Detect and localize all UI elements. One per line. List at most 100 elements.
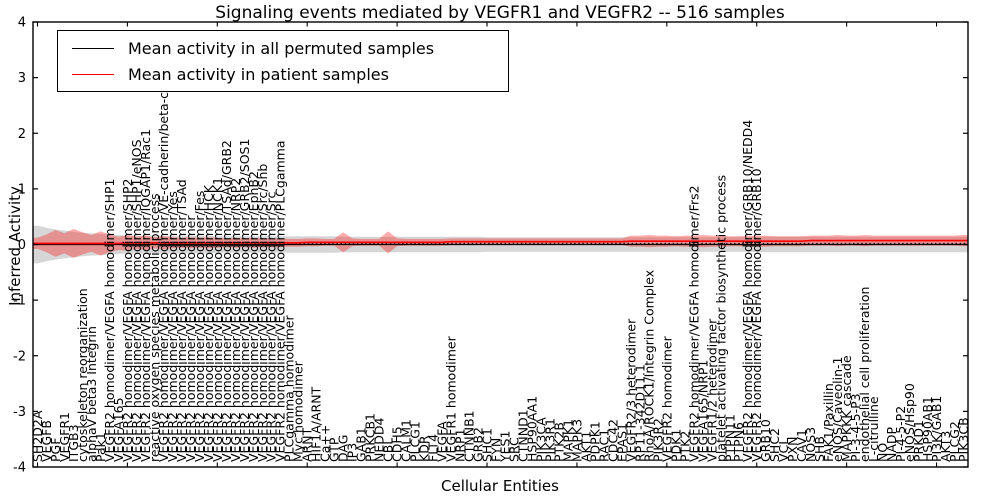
legend-label: Mean activity in all permuted samples xyxy=(128,38,435,58)
category-label: HIF1A/ARNT xyxy=(309,386,324,462)
category-label: PRKCB1 xyxy=(363,413,378,462)
category-label: EPAS1 xyxy=(614,423,629,462)
category-label: PI3K/GAB1 xyxy=(929,396,944,462)
category-label: PLCgamma homodimer xyxy=(282,315,297,462)
category-label: eNOS/Hsp90 xyxy=(902,383,917,462)
category-label: Pak1 xyxy=(93,432,108,462)
category-label: PIK3CA xyxy=(534,417,549,462)
category-label: AKT3 xyxy=(938,431,953,462)
category-label: cytoskeleton reorganization xyxy=(75,288,90,462)
category-label: VEGFR2 homodimer/VEGFA homodimer/SHP1 xyxy=(102,178,117,462)
category-label: VEGFR2 homodimer/VEGFA homodimer/Src/Shb xyxy=(255,164,270,462)
category-label: VEGFA xyxy=(435,421,450,462)
category-label: MAPK1 xyxy=(560,419,575,462)
category-label: CAV1 xyxy=(794,429,809,462)
legend-item-permuted: Mean activity in all permuted samples xyxy=(58,39,508,58)
y-tick-label: 1 xyxy=(18,182,26,197)
category-label: PXN xyxy=(785,437,800,462)
category-label: SH2D2A xyxy=(30,410,45,462)
y-tick-label: 4 xyxy=(18,16,26,31)
category-label: PTK2 xyxy=(677,431,692,462)
legend-line-icon xyxy=(72,47,114,49)
category-label: eNOS/Caveolin-1 xyxy=(830,357,845,462)
category-label: VEGFR1 xyxy=(57,412,72,462)
category-label: PIK3R1 xyxy=(542,418,557,462)
category-label: RhoA/ROCK1/Integrin Complex xyxy=(641,270,656,462)
category-label: HSP90AB1 xyxy=(920,396,935,462)
category-label: CDC42 xyxy=(605,419,620,462)
patient-mean-line xyxy=(32,239,969,245)
category-label: FLT4 xyxy=(426,434,441,462)
category-label: AKT1 xyxy=(578,431,593,462)
category-label: NEDD4 xyxy=(372,418,387,462)
category-label: HSP90AA1 xyxy=(525,396,540,462)
category-label: NO xyxy=(875,443,890,462)
category-label: PRKD1 xyxy=(911,420,926,462)
category-label: VCL xyxy=(776,438,791,462)
category-label: SRC xyxy=(507,437,522,462)
category-label: KDR xyxy=(417,435,432,462)
category-label: PLCG1 xyxy=(408,421,423,462)
category-label: PGF xyxy=(48,438,63,462)
category-label: VEGFR2 homodimer/VEGFA homodimer/VE-cadh… xyxy=(156,52,171,462)
category-label: RP11-342D11.1 xyxy=(632,364,647,462)
category-label: VEGFA165 xyxy=(111,397,126,462)
category-label: NADP xyxy=(884,426,899,462)
category-label: CTNNB1 xyxy=(462,410,477,462)
category-label: VEGFR2 homodimer/VEGFA homodimer/IQGAP1/… xyxy=(138,129,153,462)
category-label: VEGFR2 homodimer/VEGFA homodimer/TSAd xyxy=(174,179,189,462)
category-label: VEGFR2 homodimer/VEGFA homodimer/PLCgamm… xyxy=(273,140,288,462)
category-label: VEGFR2 homodimer/VEGFA homodimer/GRB10 xyxy=(749,168,764,462)
category-label: L-citrulline xyxy=(866,396,881,462)
category-label: GRB10 xyxy=(758,419,773,462)
category-label: CDH5 xyxy=(390,426,405,462)
category-label: VEGFR1/2 heterodimer xyxy=(704,318,719,462)
category-label: YES1 xyxy=(498,431,513,463)
category-label: VEGFR2 homodimer/VEGFA homodimer/NCK1 xyxy=(210,177,225,462)
category-label: PLCG2 xyxy=(947,421,962,462)
category-label: Myc homodimer xyxy=(291,360,306,462)
category-label: NRP1 xyxy=(453,428,468,462)
category-label: PDPK1 xyxy=(587,421,602,462)
category-label: VEGFR2 homodimer/VEGFA homodimer/TSAd/GR… xyxy=(219,140,234,462)
category-label: VEGFR2 homodimer/VEGFA homodimer/GRB10/N… xyxy=(740,120,755,462)
category-label: DAG xyxy=(336,435,351,462)
category-label: VEGFR2 homodimer/VEGFA homodimer/SHP1/eN… xyxy=(129,139,144,462)
category-label: endothelial cell proliferation xyxy=(857,287,872,462)
legend-line-icon xyxy=(72,73,114,75)
category-label: SHB xyxy=(812,436,827,462)
category-label: VEGFR1 homodimer xyxy=(444,335,459,462)
category-label: VEGFA165/NRP1 xyxy=(695,360,710,462)
category-label: VEGFB xyxy=(39,420,54,462)
y-tick-label: -2 xyxy=(13,349,26,364)
y-tick-label: 0 xyxy=(18,238,26,253)
category-label: VEGFR2 homodimer/VEGFA homodimer/Frs2 xyxy=(686,185,701,462)
y-tick-label: -3 xyxy=(13,405,26,420)
category-label: reactive oxygen species metabolic proces… xyxy=(147,193,162,462)
category-label: SHC2 xyxy=(767,428,782,462)
legend-item-patient: Mean activity in patient samples xyxy=(58,65,508,84)
category-label: FYN xyxy=(489,438,504,462)
y-tick-label: -4 xyxy=(13,461,26,476)
y-tick-label: -1 xyxy=(13,294,26,309)
category-label: VEGFR2 homodimer/VEGFA homodimer/EphB2 xyxy=(246,171,261,462)
category-label: RAC1 xyxy=(596,429,611,462)
category-label: Ca++ xyxy=(318,425,333,462)
category-label: VEGFR2 homodimer/VEGFA homodimer/NRP2 xyxy=(228,178,243,462)
category-label: FAK1/Paxillin xyxy=(821,383,836,462)
y-tick-label: 3 xyxy=(18,71,26,86)
legend: Mean activity in all permuted samples Me… xyxy=(57,30,509,92)
category-label: GAB1 xyxy=(354,427,369,462)
category-label: SHC1 xyxy=(480,428,495,462)
category-label: IP3 xyxy=(345,443,360,462)
category-label: VEGFR2 homodimer/VEGFA homodimer xyxy=(183,215,198,462)
category-label: PTPN6 xyxy=(731,422,746,462)
category-label: PTK2B xyxy=(551,422,566,462)
category-label: MAPKKK cascade xyxy=(839,355,854,462)
category-label: VEGFR2 homodimer/VEGFA homodimer/HCK xyxy=(201,184,216,462)
category-label: PIK3CB xyxy=(956,417,971,462)
y-tick-label: 2 xyxy=(18,127,26,142)
category-label: ARNT xyxy=(300,427,315,462)
